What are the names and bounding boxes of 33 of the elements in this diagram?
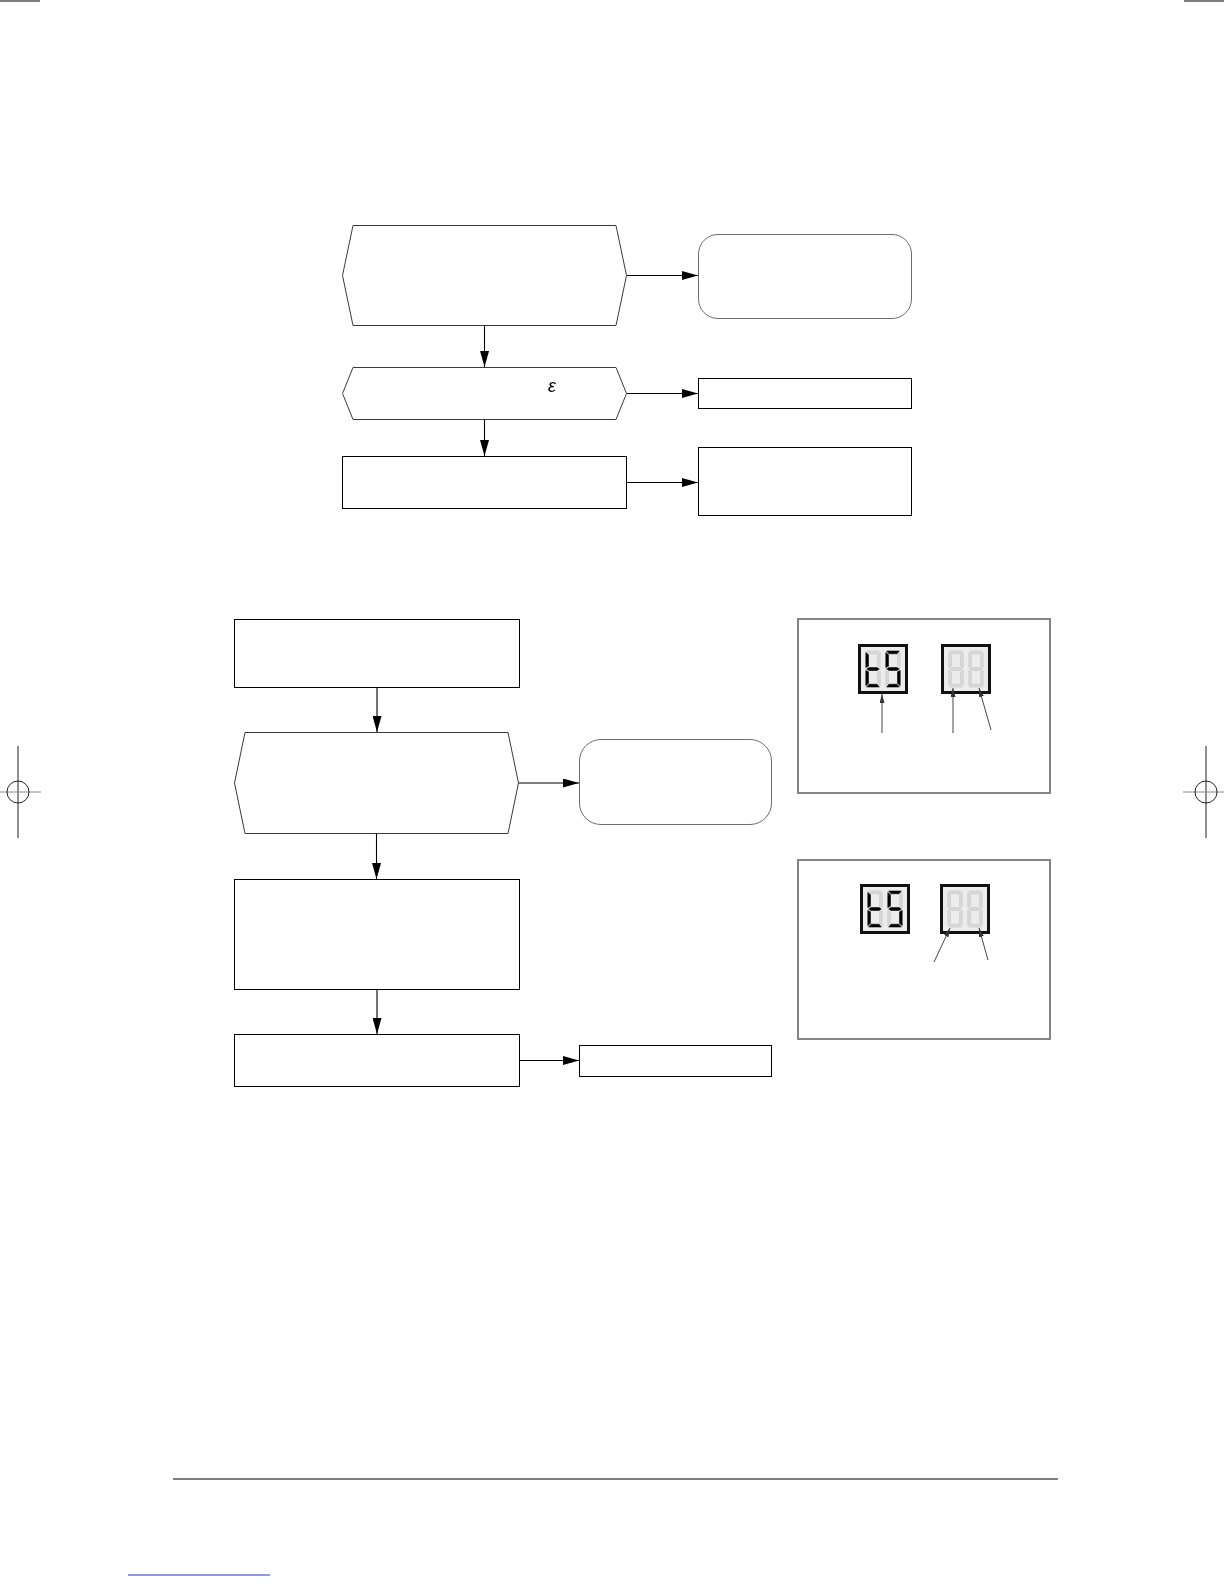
arrow	[480, 419, 489, 457]
seven-segment-display	[858, 644, 908, 694]
process-box	[698, 447, 912, 516]
arrow	[372, 989, 382, 1035]
arrow	[626, 389, 699, 398]
arrow	[518, 778, 580, 788]
process-box	[234, 1034, 520, 1087]
seven-segment-display	[940, 884, 990, 934]
process-box	[342, 456, 627, 509]
process-box	[579, 1045, 772, 1077]
process-box	[234, 619, 520, 688]
display-digit	[946, 890, 964, 928]
seven-segment-display	[941, 644, 991, 694]
arrow	[626, 271, 699, 280]
arrow	[480, 325, 489, 368]
arrow	[519, 1056, 580, 1065]
arrow	[626, 478, 699, 487]
rounded-box	[579, 739, 772, 825]
display-digit	[947, 650, 965, 688]
process-box	[234, 879, 520, 990]
rounded-box	[698, 234, 912, 319]
display-panel	[797, 859, 1051, 1040]
arrow	[372, 687, 382, 733]
hexagon-box	[342, 367, 627, 420]
display-digit	[967, 650, 985, 688]
hexagon-box	[342, 225, 627, 326]
display-digit	[966, 890, 984, 928]
node-text: ε	[548, 377, 556, 395]
seven-segment-display	[860, 884, 910, 934]
hexagon-box	[234, 732, 519, 834]
arrow	[372, 833, 381, 880]
display-panel	[797, 618, 1051, 794]
process-box	[698, 378, 912, 409]
